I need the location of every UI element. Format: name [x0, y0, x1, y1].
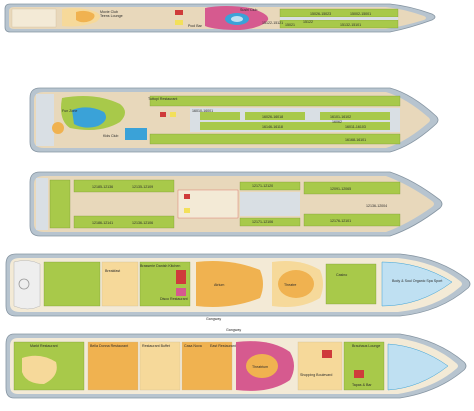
deck-4-theatre: Theatre: [284, 283, 296, 287]
deck-2-cabin-label: 16026-16018: [262, 115, 283, 119]
deck-5-restaurant-buffet: Restaurant Buffet: [142, 344, 170, 348]
deck-3-cabin-label: 12136-12004: [366, 204, 387, 208]
deck-1-cabin-label: 15002-15001: [350, 12, 371, 16]
deck-1: Movie Club Teens Lounge Pool Bar Sushi C…: [4, 3, 436, 33]
deck-2-cabin-label: 16168-16101: [345, 138, 366, 142]
deck-5-bella-donna: Bella Donna Restaurant: [90, 344, 128, 348]
deck-5-theatrium: Theatrium: [252, 365, 268, 369]
deck-4-casino: Casino: [336, 273, 347, 277]
deck-3-cabin-label: 12136-12106: [132, 221, 153, 225]
deck-1-cabin-label: 15122-15121: [262, 21, 283, 25]
deck-4-gangway: Gangway: [206, 317, 221, 321]
deck-4-atrium: Atrium: [214, 283, 224, 287]
deck-3-cabin-label: 12185-12136: [92, 185, 113, 189]
deck-1-cabin-label: 15021: [285, 23, 295, 27]
deck-1-sushi-club: Sushi Club: [240, 8, 257, 12]
deck-5-brauhaus: Brauhaus Lounge: [352, 344, 380, 348]
deck-5-casa-nova: Casa Nova: [184, 344, 202, 348]
deck-5-shopping: Shopping Boulevard: [300, 373, 332, 377]
deck-5-tapas-bar: Tapas & Bar: [352, 383, 372, 387]
deck-2-cabin-label: 16010-16001: [192, 109, 213, 113]
deck-2: Fun Zone Kids Club Tuttopi Restaurant 16…: [29, 87, 439, 153]
deck-2-cabin-label: 16062: [332, 120, 342, 124]
deck-2-cabin-label: 16101-16102: [330, 115, 351, 119]
deck-5: Markt Restaurant Bella Donna Restaurant …: [5, 328, 467, 399]
deck-1-movie-club: Movie Club: [100, 10, 118, 14]
deck-2-fun-zone: Fun Zone: [62, 109, 77, 113]
deck-3-cabin-label: 12176-12101: [330, 219, 351, 223]
deck-1-cabin-label: 15132-15101: [340, 23, 361, 27]
deck-3: 12185-12136 12135-12109 12171-12120 1218…: [29, 171, 443, 237]
deck-5-gangway: Gangway: [226, 328, 241, 332]
deck-2-cabin-label: 16146-16118: [262, 125, 283, 129]
deck-2-tuttopi: Tuttopi Restaurant: [148, 97, 177, 101]
deck-5-east-restaurant: East Restaurant: [210, 344, 236, 348]
deck-1-pool-bar: Pool Bar: [188, 24, 203, 28]
deck-4: Breakfast Brasserie Danish Kitchen Atriu…: [5, 253, 471, 321]
deck-4-breakfast: Breakfast: [105, 269, 120, 273]
deck-2-cabin-label: 16011-16103: [345, 125, 366, 129]
deck-3-cabin-label: 12171-12106: [252, 220, 273, 224]
deck-3-cabin-label: 12171-12120: [252, 184, 273, 188]
deck-4-body-soul: Body & Soul Organic Spa Sport: [392, 279, 442, 283]
deck-3-cabin-label: 12186-12141: [92, 221, 113, 225]
deck-5-markt: Markt Restaurant: [30, 344, 58, 348]
deck-2-kids-club: Kids Club: [103, 134, 118, 138]
deck-4-disco: Disco Restaurant: [160, 297, 188, 301]
deck-1-teens-lounge: Teens Lounge: [100, 14, 123, 18]
deck-1-cabin-label: 15122: [303, 20, 313, 24]
deck-3-cabin-label: 12091-12065: [330, 187, 351, 191]
deck-3-cabin-label: 12135-12109: [132, 185, 153, 189]
deck-4-brasserie: Brasserie Danish Kitchen: [140, 264, 180, 268]
deck-1-cabin-label: 15026-15023: [310, 12, 331, 16]
